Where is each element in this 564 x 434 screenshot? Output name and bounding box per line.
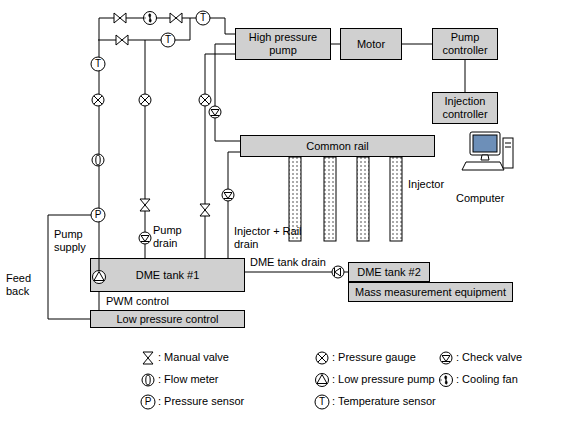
pipe-label: DME tank drain [250, 256, 326, 269]
temperature-sensor-symbol [91, 57, 105, 71]
controller-box: Pump controller [432, 28, 498, 60]
legend-pressure-gauge [316, 352, 328, 364]
pressure-gauge-symbol [199, 94, 211, 106]
pipe-connector [99, 18, 235, 258]
legend-entry: : Pressure sensor [158, 395, 244, 408]
sensor-letter: P [141, 395, 155, 409]
legend-entry: : Temperature sensor [332, 395, 436, 408]
check-valve-symbol [332, 266, 344, 278]
signal-label: Feed back [6, 272, 42, 298]
legend-text: : Pressure gauge [332, 351, 416, 363]
pipe-connector [205, 54, 235, 258]
valve-pipe [145, 40, 146, 258]
sensor-letter: T [91, 57, 105, 71]
legend-entry: : Check valve [456, 351, 522, 364]
legend-check-valve [440, 352, 452, 364]
rail-box: Common rail [240, 135, 435, 157]
legend-text: : Pressure sensor [158, 395, 244, 407]
pressure-gauge-symbol [92, 94, 104, 106]
sensor-letter: T [161, 33, 175, 47]
tank-box: DME tank #1 [90, 258, 245, 292]
sensor-letter: P [91, 208, 105, 222]
legend-entry: : Manual valve [158, 351, 229, 364]
check-valve-symbol [222, 189, 234, 201]
temperature-sensor-symbol [161, 33, 175, 47]
pipe-label: Pump supply [54, 228, 94, 254]
pressure-gauge-symbol [139, 94, 151, 106]
cooling-fan-symbol [144, 12, 157, 25]
pipe-label: PWM control [106, 295, 169, 308]
motor-box: Motor [340, 28, 402, 60]
temperature-sensor-symbol [196, 11, 210, 25]
check-valve-symbol [139, 232, 151, 244]
low-pressure-pump-symbol [93, 271, 106, 284]
legend-temperature-sensor [315, 395, 329, 409]
legend-text: : Cooling fan [456, 373, 518, 385]
sensor-letter: T [196, 11, 210, 25]
check-valve-symbol [209, 106, 221, 118]
box-label: High pressure pump [239, 31, 327, 57]
legend-pressure-sensor [141, 395, 155, 409]
manual-valve-symbol [116, 35, 128, 45]
box-label: Injection controller [436, 95, 494, 121]
legend-text: : Check valve [456, 351, 522, 363]
sensor-letter: T [315, 395, 329, 409]
controller-box: Low pressure control [90, 310, 245, 328]
manual-valve-symbol [200, 204, 210, 216]
legend-entry: : Pressure gauge [332, 351, 416, 364]
legend-entry: : Cooling fan [456, 373, 518, 386]
controller-box: Injection controller [432, 92, 498, 124]
pipe-label: Pump drain [153, 224, 199, 250]
equipment-box: Mass measurement equipment [348, 282, 513, 302]
manual-valve-symbol [140, 199, 150, 211]
pipe-connector [465, 60, 466, 92]
legend-flow-meter [142, 374, 154, 386]
injector-bodies [289, 157, 402, 241]
box-label: Common rail [306, 140, 368, 153]
flow-meter-symbol [92, 154, 104, 166]
box-label: DME tank #1 [136, 269, 200, 282]
pipe-connector [402, 44, 432, 45]
box-label: DME tank #2 [357, 266, 421, 279]
legend-entry: : Low pressure pump [332, 373, 435, 386]
box-label: Low pressure control [116, 313, 218, 326]
part-label: Injector [408, 178, 444, 191]
legend-cooling-fan [440, 374, 453, 387]
legend-entry: : Flow meter [158, 373, 219, 386]
legend-manual-valve [143, 352, 153, 364]
manual-valve-symbol [114, 13, 126, 23]
pipe-connector [331, 44, 340, 45]
legend-text: : Low pressure pump [332, 373, 435, 385]
legend-low-pressure-pump [316, 374, 329, 387]
legend-text: : Flow meter [158, 373, 219, 385]
box-label: Pump controller [436, 31, 494, 57]
box-label: Mass measurement equipment [355, 286, 506, 299]
legend-text: : Temperature sensor [332, 395, 436, 407]
pipe-connector [99, 292, 100, 310]
pump-box: High pressure pump [235, 28, 331, 60]
pipe-label: Injector + Rail drain [234, 225, 316, 251]
tank-box: DME tank #2 [348, 262, 430, 282]
pressure-sensor-symbol [91, 208, 105, 222]
pump-inlet-pipe [99, 259, 100, 270]
part-label: Computer [456, 192, 504, 205]
manual-valve-symbol [170, 13, 182, 23]
legend-text: : Manual valve [158, 351, 229, 363]
box-label: Motor [357, 38, 385, 51]
computer-icon [462, 132, 513, 170]
